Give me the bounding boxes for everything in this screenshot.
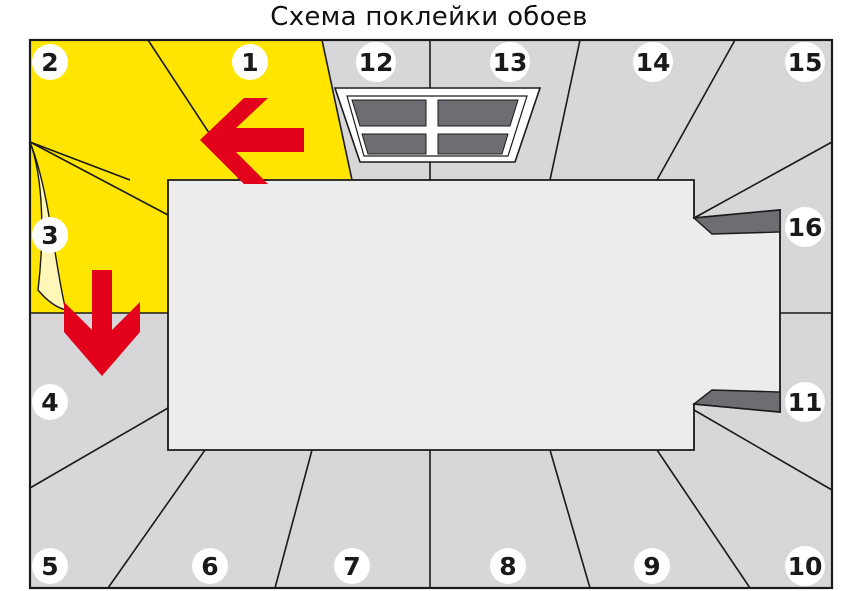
- door-leaf-top: [692, 209, 781, 235]
- strip-badge-4: 4: [32, 384, 68, 420]
- window-pane-top-right: [437, 99, 519, 127]
- strip-label-7: 7: [343, 552, 360, 581]
- strip-badge-5: 5: [32, 548, 68, 584]
- strip-badge-11: 11: [785, 382, 825, 422]
- strip-badge-2: 2: [32, 44, 68, 80]
- strip-label-6: 6: [201, 552, 218, 581]
- strip-label-10: 10: [788, 552, 823, 581]
- diagram-title: Схема поклейки обоев: [270, 2, 588, 32]
- strip-label-1: 1: [241, 48, 258, 77]
- strip-label-5: 5: [41, 552, 58, 581]
- strip-badge-6: 6: [192, 548, 228, 584]
- strip-badge-7: 7: [334, 548, 370, 584]
- door-leaf-bottom: [692, 389, 781, 413]
- strip-badge-9: 9: [634, 548, 670, 584]
- strip-lines: [29, 39, 833, 589]
- strip-badge-1: 1: [232, 44, 268, 80]
- strip-label-11: 11: [788, 388, 823, 417]
- strip-label-13: 13: [493, 48, 528, 77]
- strip-badge-8: 8: [490, 548, 526, 584]
- direction-arrow-left: [200, 98, 304, 184]
- strip-badge-15: 15: [785, 42, 825, 82]
- strip-label-12: 12: [359, 48, 394, 77]
- strip-label-15: 15: [788, 48, 823, 77]
- strip-label-8: 8: [499, 552, 516, 581]
- strip-badge-3: 3: [32, 217, 68, 253]
- strip-label-9: 9: [643, 552, 660, 581]
- strip-badge-14: 14: [633, 42, 673, 82]
- strip-label-3: 3: [41, 221, 58, 250]
- strip-label-14: 14: [636, 48, 671, 77]
- strip-badge-10: 10: [785, 546, 825, 586]
- room-border: [28, 38, 834, 590]
- strip-number-badges: 1 2 3 4 5 6 7 8: [32, 42, 825, 586]
- window-pane-bottom-right: [437, 133, 509, 155]
- window-pane-bottom-left: [361, 133, 427, 155]
- strip-badge-12: 12: [356, 42, 396, 82]
- strip-label-2: 2: [41, 48, 58, 77]
- strip-badge-16: 16: [785, 207, 825, 247]
- direction-arrow-down: [64, 270, 140, 376]
- strip-label-16: 16: [788, 213, 823, 242]
- window-pane-top-left: [351, 99, 427, 127]
- window: [333, 87, 542, 163]
- strip-badge-13: 13: [490, 42, 530, 82]
- strip-label-4: 4: [41, 388, 58, 417]
- floor-area: [167, 179, 781, 451]
- pasted-wall-area: [30, 40, 352, 313]
